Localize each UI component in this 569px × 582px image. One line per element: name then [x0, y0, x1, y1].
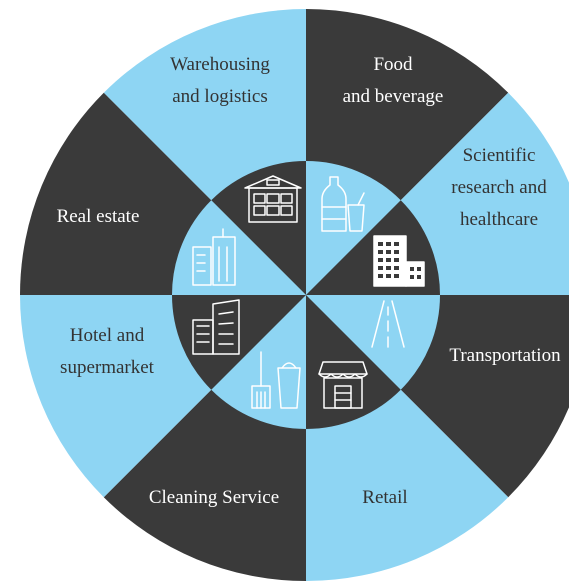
segment-label-line: Cleaning Service	[149, 487, 279, 508]
segment-label-line: healthcare	[460, 209, 538, 230]
segment-labels: Warehousing and logistics Food and beverage…	[57, 54, 562, 508]
segment-label-line: Retail	[362, 487, 407, 508]
inner-ring	[172, 161, 440, 429]
segment-label-line: Transportation	[449, 345, 561, 366]
broom-and-bucket-icon	[251, 351, 301, 409]
segment-label-line: and logistics	[172, 86, 268, 107]
inner-segment-food	[306, 161, 401, 295]
segment-label-food: Food and beverage	[343, 54, 444, 107]
segment-label-line: and beverage	[343, 86, 444, 107]
segment-label-warehousing: Warehousing and logistics	[170, 54, 270, 107]
segment-label-realestate: Real estate	[57, 206, 140, 227]
bottle-and-glass-icon	[321, 176, 365, 232]
segment-label-hotel: Hotel and supermarket	[60, 325, 155, 378]
office-buildings-windows	[378, 242, 421, 279]
segment-label-cleaning: Cleaning Service	[149, 487, 279, 508]
road-icon	[371, 300, 405, 348]
city-building-icon	[192, 228, 236, 286]
segment-label-retail: Retail	[362, 487, 407, 508]
segment-label-line: Food	[373, 54, 413, 75]
inner-segment-cleaning	[211, 295, 306, 429]
segment-label-line: research and	[451, 177, 547, 198]
warehouse-icon	[244, 175, 302, 223]
segment-label-scientific: Scientific research and healthcare	[451, 145, 547, 230]
storefront-icon	[318, 361, 368, 409]
segment-label-line: Warehousing	[170, 54, 270, 75]
segment-label-transportation: Transportation	[449, 345, 561, 366]
segment-label-line: Real estate	[57, 206, 140, 227]
segment-label-line: supermarket	[60, 357, 155, 378]
segment-label-line: Hotel and	[70, 325, 145, 346]
hotel-building-icon	[192, 299, 240, 355]
segment-label-line: Scientific	[463, 145, 536, 166]
